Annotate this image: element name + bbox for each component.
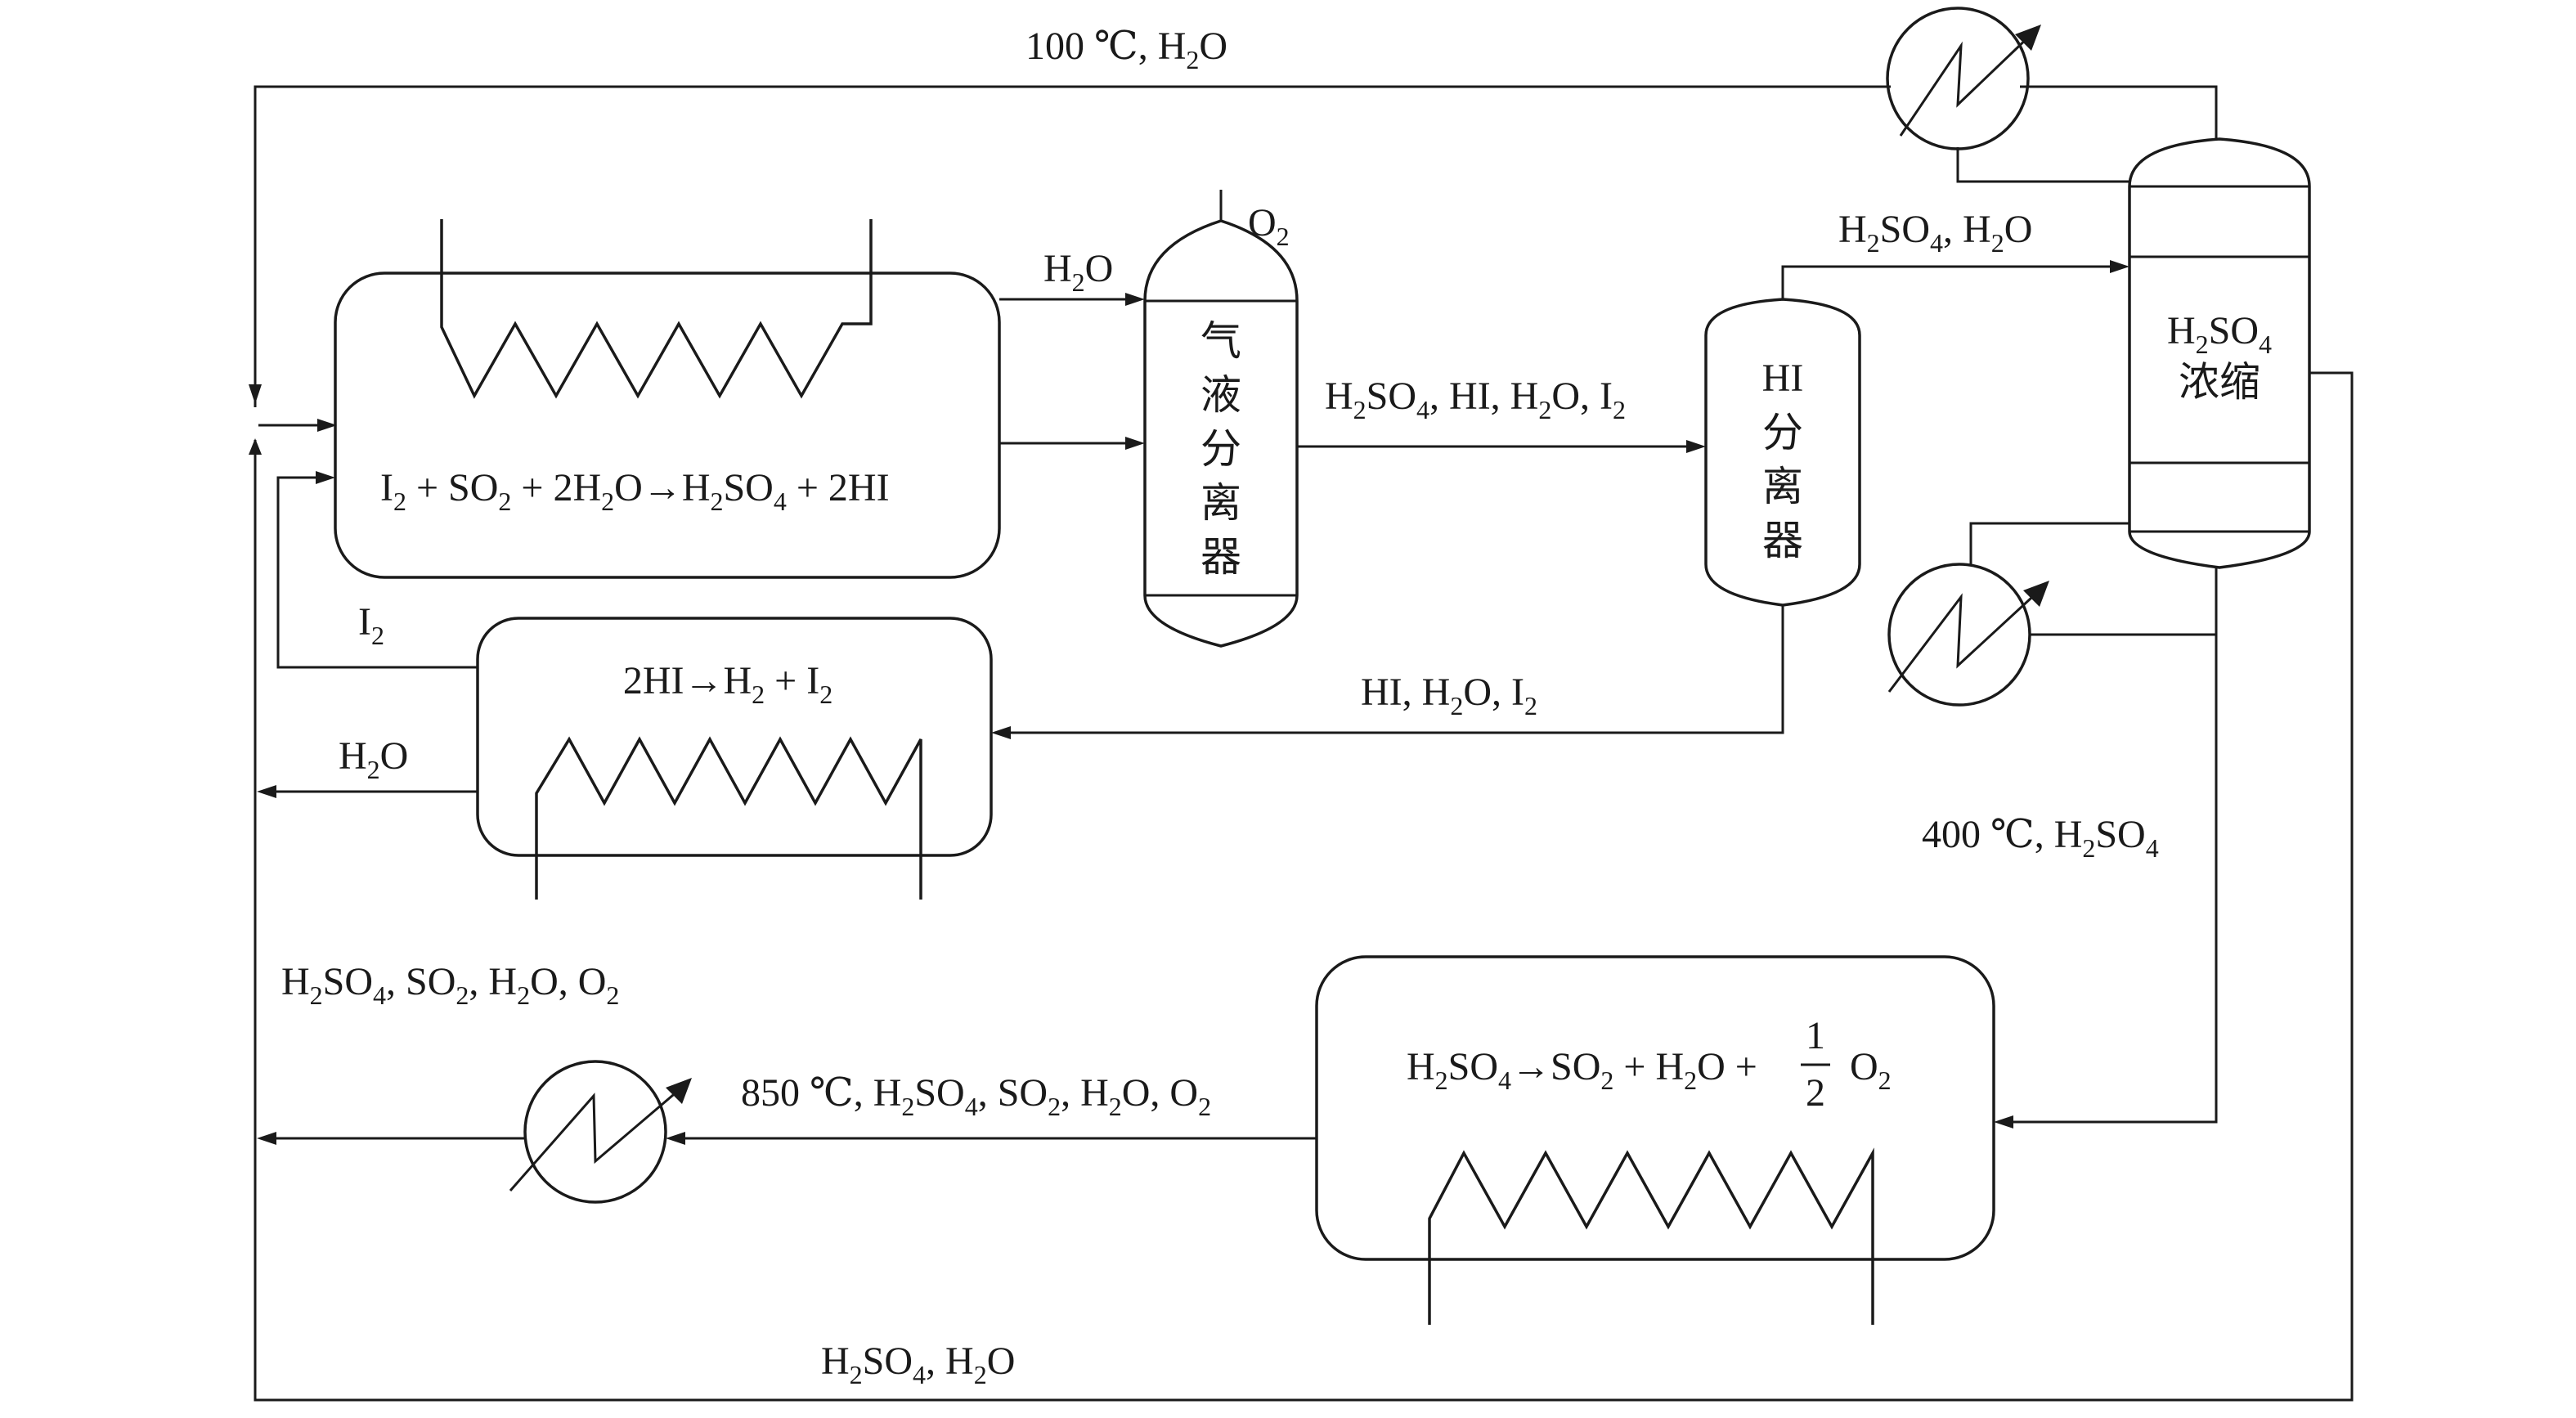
label-h2o-out: H2O — [339, 734, 408, 784]
concentrator-name: 浓缩 — [2179, 358, 2260, 406]
hi-decomposer-heat-coil — [535, 736, 922, 900]
acid-decomp-o2: O2 — [1850, 1045, 1892, 1095]
label-i2-recycle: I2 — [358, 600, 384, 650]
label-hi-stream: HI, H2O, I2 — [1361, 671, 1537, 720]
separator-char-1: 气 — [1200, 317, 1241, 365]
hi-decomposer: 2HI→H2 + I2 — [476, 617, 993, 900]
label-top-recycle: 100 ℃, H2O — [1025, 25, 1227, 74]
heat-exchanger-top — [1886, 7, 2041, 150]
process-piping — [249, 85, 2354, 1402]
label-bottom-recycle: H2SO4, H2O — [821, 1339, 1015, 1389]
separator-char-2: 液 — [1200, 371, 1241, 419]
separator-char-4: 离 — [1200, 479, 1241, 527]
concentrator-formula: H2SO4 — [2167, 309, 2272, 359]
acid-concentrator: H2SO4 浓缩 — [2128, 137, 2311, 569]
label-o2-out: O2 — [1248, 201, 1290, 251]
fraction-numerator: 1 — [1806, 1014, 1825, 1057]
label-acid-400: 400 ℃, H2SO4 — [1922, 813, 2159, 863]
sulfuric-acid-decomposer: H2SO4→SO2 + H2O + 1 2 O2 — [1315, 955, 1995, 1325]
label-hi-to-concentrator: H2SO4, H2O — [1838, 208, 2032, 258]
hi-decomp-reaction-text: 2HI→H2 + I2 — [623, 659, 832, 709]
label-h2o-to-separator: H2O — [1043, 247, 1113, 297]
acid-decomp-reaction-text: H2SO4→SO2 + H2O + — [1407, 1045, 1757, 1095]
bunsen-reaction-text: I2 + SO2 + 2H2O→H2SO4 + 2HI — [380, 466, 890, 516]
separator-char-5: 器 — [1200, 533, 1241, 581]
hi-separator-char-1: 分 — [1762, 409, 1803, 456]
label-stream-850: 850 ℃, H2SO4, SO2, H2O, O2 — [741, 1071, 1211, 1121]
hi-separator: HI 分 离 器 — [1704, 298, 1861, 607]
label-separator-to-hi: H2SO4, HI, H2O, I2 — [1325, 375, 1626, 424]
hi-separator-char-2: 离 — [1762, 463, 1803, 510]
bunsen-heat-coil — [440, 219, 873, 399]
label-left-mixed: H2SO4, SO2, H2O, O2 — [281, 960, 619, 1010]
gas-liquid-separator: 气 液 分 离 器 — [1143, 190, 1299, 648]
hi-separator-hi: HI — [1762, 357, 1804, 400]
heat-exchanger-850 — [509, 1060, 692, 1204]
fraction-denominator: 2 — [1806, 1071, 1825, 1115]
heat-exchanger-bottom — [1887, 563, 2049, 707]
bunsen-reactor: I2 + SO2 + 2H2O→H2SO4 + 2HI — [334, 219, 1001, 579]
separator-char-3: 分 — [1200, 425, 1241, 473]
hi-separator-char-3: 器 — [1762, 517, 1803, 564]
acid-decomposer-heat-coil — [1428, 1147, 1874, 1325]
